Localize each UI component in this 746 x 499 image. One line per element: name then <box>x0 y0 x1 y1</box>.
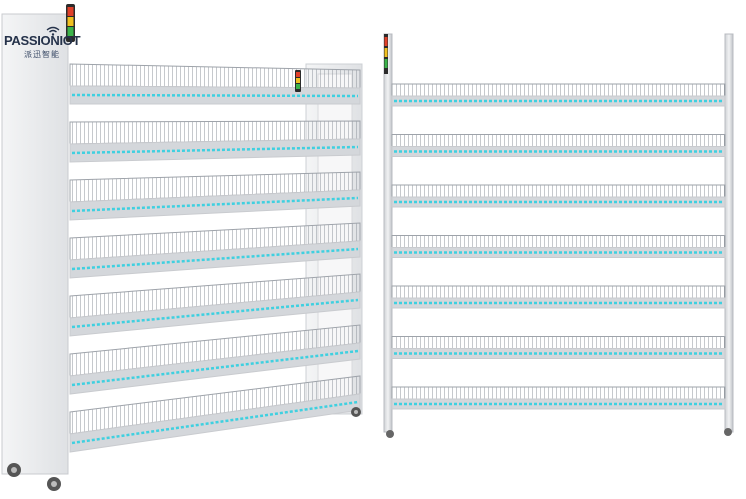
angled-side-panel <box>1 13 69 475</box>
angled-shelf-level <box>69 63 361 105</box>
angled-casters <box>7 407 361 491</box>
angled-shelf-unit <box>1 4 363 491</box>
wifi-icon <box>46 23 60 41</box>
front-shelf-level <box>391 235 726 258</box>
front-shelf-level <box>391 134 726 157</box>
front-shelf-level <box>391 184 726 208</box>
front-tower-light <box>384 34 388 74</box>
front-left-post <box>383 33 393 433</box>
front-shelf-level <box>391 285 726 309</box>
angled-shelf-level <box>69 222 361 279</box>
angled-tower-light <box>66 4 75 42</box>
angled-shelf-level <box>69 171 361 221</box>
front-shelves <box>391 83 726 410</box>
brand-logo: PASSIONIOT <box>4 33 81 48</box>
brand-subtitle: 派迅智能 <box>24 50 60 59</box>
front-shelf-unit <box>383 33 734 438</box>
angled-shelf-level <box>69 273 361 337</box>
front-shelf-level <box>391 386 726 410</box>
angled-back-tower-light <box>295 70 301 92</box>
angled-shelf-level <box>69 324 361 395</box>
front-shelf-level <box>391 83 726 107</box>
angled-shelves <box>69 63 361 453</box>
angled-shelf-level <box>69 120 361 163</box>
front-shelf-level <box>391 336 726 359</box>
front-right-post <box>724 33 734 433</box>
front-casters <box>386 428 732 438</box>
